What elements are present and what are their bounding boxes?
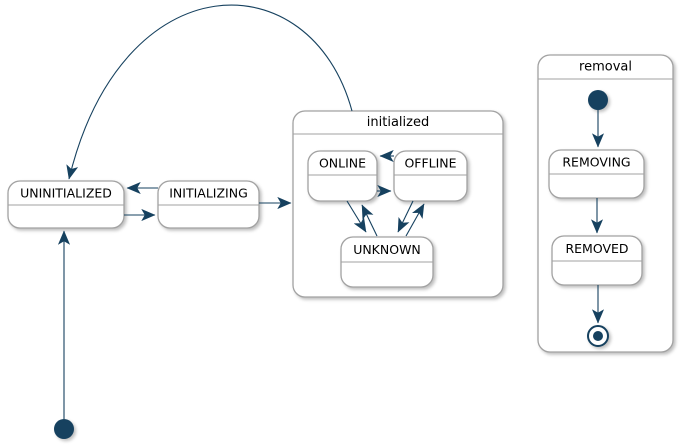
state-removing: REMOVING	[548, 149, 645, 199]
state-uninitialized: UNINITIALIZED	[7, 180, 125, 229]
state-label-uninitialized: UNINITIALIZED	[20, 186, 112, 201]
transition-initialized-to-uninitialized	[66, 4, 353, 180]
composite-title-removal: removal	[579, 60, 632, 75]
initial-state-dot	[54, 419, 74, 439]
state-label-initializing: INITIALIZING	[169, 186, 248, 201]
state-label-online: ONLINE	[319, 156, 366, 171]
final-state-inner-dot	[593, 331, 603, 341]
state-label-removing: REMOVING	[562, 155, 630, 170]
state-initializing: INITIALIZING	[157, 180, 260, 229]
transition-online-to-unknown	[346, 200, 367, 233]
state-box-online	[307, 150, 378, 202]
state-removed: REMOVED	[551, 235, 643, 286]
state-label-offline: OFFLINE	[404, 156, 456, 171]
transition-unknown-to-offline	[405, 203, 425, 237]
state-unknown: UNKNOWN	[340, 236, 434, 288]
removal-final-state	[587, 325, 609, 347]
composite-title-initialized: initialized	[367, 115, 429, 130]
state-box-offline	[393, 150, 468, 202]
state-label-unknown: UNKNOWN	[353, 242, 421, 257]
state-label-removed: REMOVED	[565, 241, 628, 256]
transition-unknown-to-online	[361, 204, 378, 237]
removal-initial-state-dot	[588, 90, 608, 110]
transition-offline-to-unknown	[397, 200, 414, 233]
state-offline: OFFLINE	[393, 150, 468, 202]
state-online: ONLINE	[307, 150, 378, 202]
